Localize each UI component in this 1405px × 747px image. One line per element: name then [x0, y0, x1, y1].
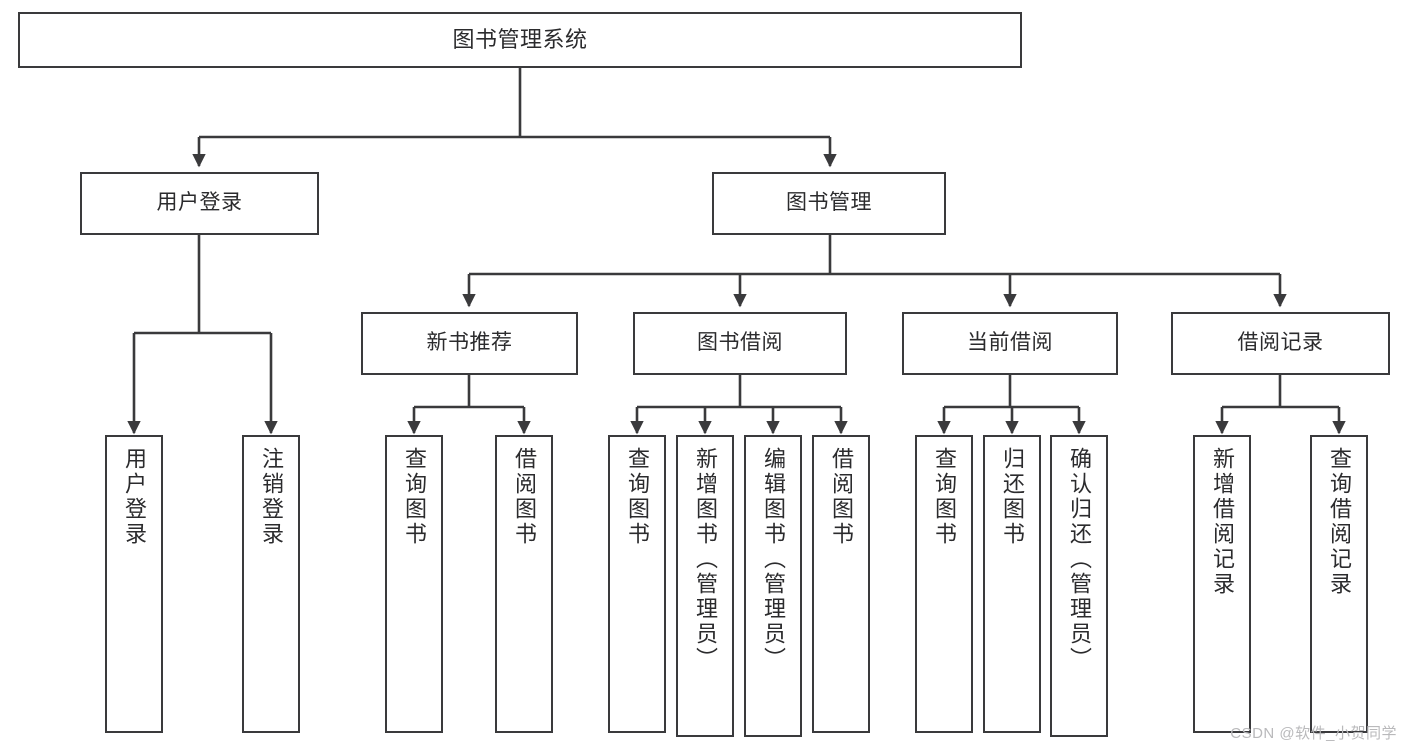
- node-leaf-add-record[interactable]: 新增借阅记录: [1193, 435, 1251, 733]
- node-leaf-edit-book[interactable]: 编辑图书（管理员）: [744, 435, 802, 737]
- node-leaf-borrow-book-2[interactable]: 借阅图书: [812, 435, 870, 733]
- node-label: 新增借阅记录: [1210, 447, 1235, 597]
- node-leaf-query-record[interactable]: 查询借阅记录: [1310, 435, 1368, 733]
- node-label: 借阅图书: [829, 447, 854, 547]
- node-leaf-user-login[interactable]: 用户登录: [105, 435, 163, 733]
- node-label: 编辑图书（管理员）: [761, 447, 786, 672]
- csdn-watermark: CSDN @软件_小贺同学: [1230, 725, 1397, 742]
- node-label: 查询借阅记录: [1327, 447, 1352, 597]
- node-label: 新书推荐: [426, 331, 513, 355]
- node-current-borrow[interactable]: 当前借阅: [902, 312, 1118, 375]
- node-leaf-user-logout[interactable]: 注销登录: [242, 435, 300, 733]
- node-label: 查询图书: [932, 447, 957, 547]
- node-label: 图书借阅: [697, 331, 783, 355]
- node-label: 归还图书: [1000, 447, 1025, 547]
- node-leaf-query-book-1[interactable]: 查询图书: [385, 435, 443, 733]
- node-leaf-borrow-book-1[interactable]: 借阅图书: [495, 435, 553, 733]
- node-leaf-add-book[interactable]: 新增图书（管理员）: [676, 435, 734, 737]
- node-label: 查询图书: [402, 447, 427, 547]
- node-label: 当前借阅: [967, 331, 1053, 355]
- node-leaf-confirm-return[interactable]: 确认归还（管理员）: [1050, 435, 1108, 737]
- node-label: 注销登录: [259, 447, 284, 547]
- node-book-borrow[interactable]: 图书借阅: [633, 312, 847, 375]
- node-leaf-return-book[interactable]: 归还图书: [983, 435, 1041, 733]
- node-leaf-query-book-2[interactable]: 查询图书: [608, 435, 666, 733]
- node-label: 新增图书（管理员）: [693, 447, 718, 672]
- node-book-manage[interactable]: 图书管理: [712, 172, 946, 235]
- node-label: 确认归还（管理员）: [1067, 447, 1092, 672]
- node-borrow-record[interactable]: 借阅记录: [1171, 312, 1390, 375]
- node-label: 借阅记录: [1237, 331, 1324, 355]
- node-new-book-recommend[interactable]: 新书推荐: [361, 312, 578, 375]
- node-user-login[interactable]: 用户登录: [80, 172, 319, 235]
- node-root-system[interactable]: 图书管理系统: [18, 12, 1022, 68]
- node-label: 用户登录: [156, 191, 243, 215]
- node-label: 查询图书: [625, 447, 650, 547]
- node-label: 图书管理系统: [452, 27, 588, 53]
- node-label: 借阅图书: [512, 447, 537, 547]
- node-leaf-query-book-3[interactable]: 查询图书: [915, 435, 973, 733]
- node-label: 图书管理: [786, 191, 872, 215]
- node-label: 用户登录: [122, 447, 147, 547]
